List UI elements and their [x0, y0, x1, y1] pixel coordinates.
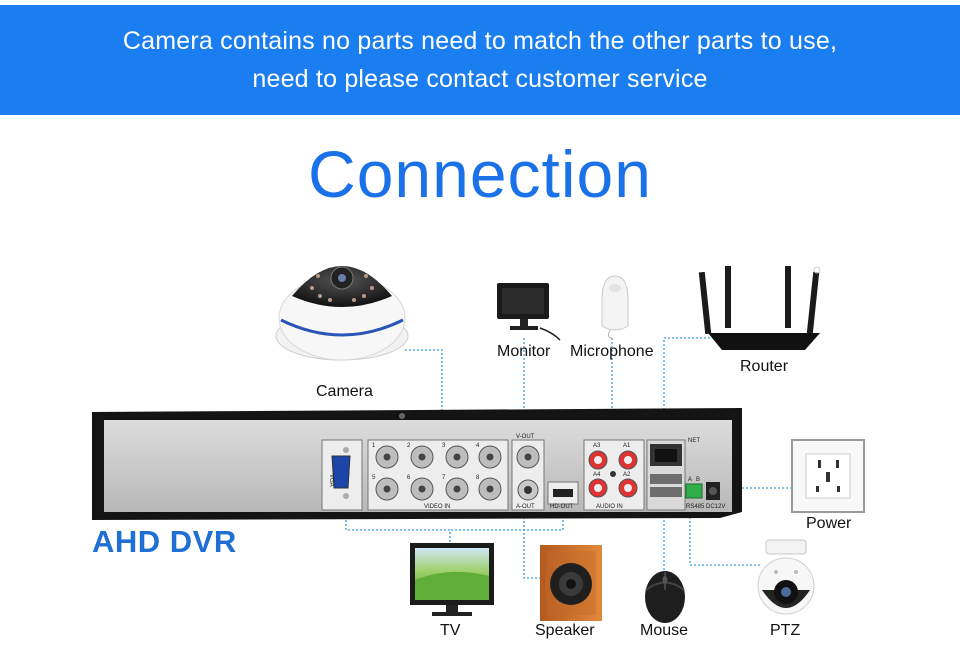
ptz-device — [757, 539, 815, 615]
microphone-device — [601, 275, 629, 339]
page-title: Connection — [308, 137, 652, 211]
camera-label: Camera — [316, 383, 373, 400]
dvr-port-labels: VGA VIDEO IN V-OUT A-OUT HD-OUT AUDIO IN… — [328, 434, 725, 510]
router-label: Router — [740, 358, 789, 375]
speaker-device — [540, 545, 602, 621]
label-v-out: V-OUT — [516, 434, 535, 440]
power-label: Power — [806, 515, 852, 532]
notice-banner: Camera contains no parts need to match t… — [0, 5, 960, 115]
label-a-out: A-OUT — [516, 504, 535, 510]
label-hd-out: HD-OUT — [550, 504, 574, 510]
dvr-device — [92, 408, 742, 520]
notice-line-2: need to please contact customer service — [252, 65, 708, 93]
speaker-label: Speaker — [535, 622, 595, 639]
label-dc12v: DC12V — [706, 504, 725, 510]
channel-label: 7 — [442, 475, 446, 481]
label-a2: A2 — [623, 472, 631, 478]
router-device — [698, 266, 821, 350]
label-a3: A3 — [593, 443, 601, 449]
label-audio-in: AUDIO IN — [596, 504, 623, 510]
channel-label: 2 — [407, 443, 411, 449]
channel-label: 8 — [476, 475, 480, 481]
tv-device — [410, 543, 494, 616]
channel-label: 1 — [372, 443, 376, 449]
camera-device — [275, 266, 409, 361]
channel-label: 3 — [442, 443, 446, 449]
label-vga: VGA — [328, 474, 334, 487]
notice-line-1: Camera contains no parts need to match t… — [122, 27, 838, 55]
monitor-device — [497, 283, 561, 341]
label-a4: A4 — [593, 472, 601, 478]
channel-label: 5 — [372, 475, 376, 481]
label-a1: A1 — [623, 443, 631, 449]
label-b: B — [696, 477, 700, 483]
microphone-label: Microphone — [570, 343, 654, 360]
channel-label: 6 — [407, 475, 411, 481]
label-rs485: RS485 — [686, 504, 705, 510]
tv-label: TV — [440, 622, 461, 639]
monitor-label: Monitor — [497, 343, 551, 360]
ptz-label: PTZ — [770, 622, 801, 639]
label-video-in: VIDEO IN — [424, 504, 450, 510]
power-device — [791, 439, 865, 513]
channel-label: 4 — [476, 443, 480, 449]
dvr-title: AHD DVR — [92, 524, 237, 559]
label-a: A — [688, 477, 692, 483]
mouse-device — [645, 571, 685, 623]
mouse-label: Mouse — [640, 622, 689, 639]
label-net: NET — [688, 438, 700, 444]
